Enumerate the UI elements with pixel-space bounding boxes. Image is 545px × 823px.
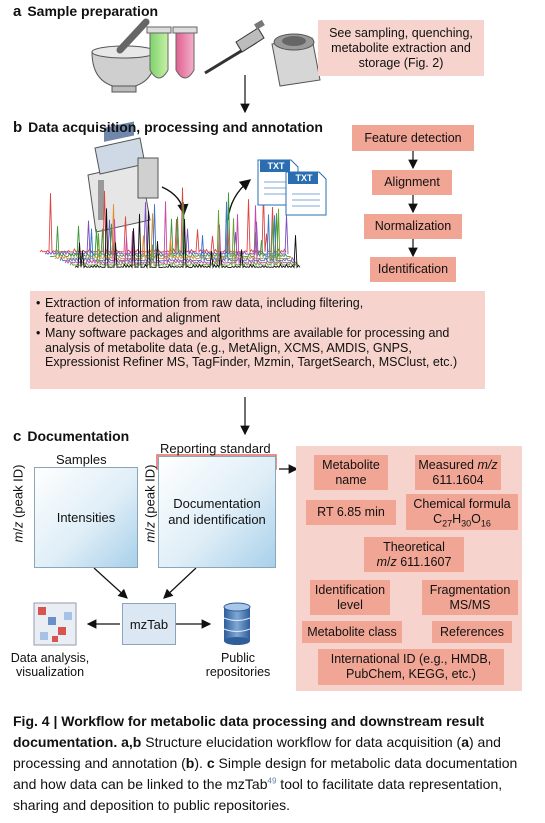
sample-prep-note-text: See sampling, quenching, metabolite extr… [329,25,473,70]
caption-a: a [461,734,469,750]
caption-c: c [206,755,215,771]
heatmap-icon [33,602,77,646]
caption-t2: ) and processing and annotation ( [13,734,501,771]
bullet-1: • Extraction of information from raw data… [36,296,476,325]
intensities-matrix: Intensities [34,467,138,568]
txt-label-2: TXT [295,173,313,183]
caption-t4: Simple design for metabolic data documen… [13,755,518,792]
mztab-box: mzTab [122,603,176,645]
section-a-letter: a [13,3,22,20]
chromatogram-trace [39,187,287,254]
public-repos-label: Public repositories [205,651,271,679]
database-icon [223,602,251,645]
bullet-1-text: Extraction of information from raw data,… [45,296,364,325]
mass-spectrometer-icon [87,121,159,233]
section-b-letter: b [13,119,23,136]
mortar-icon [91,18,157,93]
pipette-icon [204,19,265,75]
caption-t3: ). [194,755,207,771]
field-international-id: International ID (e.g., HMDB, PubChem, K… [318,649,504,685]
bullet-mark: • [36,296,41,310]
caption-t5: tool to facilitate data representation, … [13,776,503,813]
section-b-heading: b Data acquisition, processing and annota… [13,119,323,136]
section-b-title: Data acquisition, processing and annotat… [28,119,323,135]
bullet-mark: • [36,326,41,340]
axis-label-doc: m/z (peak ID) [142,464,158,543]
arrow-samples-to-mztab [93,567,128,599]
arrow-doc-to-mztab [163,567,197,599]
section-c-heading: c Documentation [13,428,129,445]
txt-label-1: TXT [267,161,285,171]
theo-value: 611.1607 [400,554,452,569]
intensities-text: Intensities [56,509,116,525]
caption-b: b [185,755,195,771]
bullet-2-text: Many software packages and algorithms ar… [45,326,458,370]
tube-pink-icon [172,26,198,79]
documentation-text: Documentation and identification [168,496,266,527]
centrifuge-icon [271,33,321,87]
measured-unit: m/z [477,457,498,472]
chem-formula: C27H30O16 [433,512,491,529]
section-c-title: Documentation [27,428,130,444]
section-c-letter: c [13,428,22,445]
caption-ab: a,b [121,734,142,750]
section-a-title: Sample preparation [27,3,159,19]
step-normalization: Normalization [364,214,462,239]
field-identification-level: Identification level [310,580,390,615]
chromatogram-trace [54,204,293,261]
field-metabolite-name: Metabolite name [314,455,388,490]
arrow-spectra-to-files [227,179,252,221]
data-analysis-label: Data analysis, visualization [10,651,90,679]
axis-label-samples: m/z (peak ID) [10,464,26,543]
tube-green-icon [146,26,172,79]
txt-file-icon-2 [285,171,327,216]
caption-t1: Structure elucidation workflow for data … [145,734,462,750]
field-references: References [432,621,512,643]
processing-notes-box: • Extraction of information from raw data… [30,291,485,389]
field-rt: RT 6.85 min [306,500,396,525]
measured-label: Measured [418,457,474,472]
field-fragmentation: Fragmentation MS/MS [422,580,518,615]
step-alignment: Alignment [372,170,452,195]
sample-prep-note: See sampling, quenching, metabolite extr… [318,20,484,76]
field-metabolite-class: Metabolite class [302,621,402,643]
chem-label: Chemical formula [413,497,511,511]
caption-title: Fig. 4 | Workflow for metabolic data pro… [13,713,485,750]
step-feature-detection: Feature detection [352,125,474,151]
bullet-2: • Many software packages and algorithms a… [36,326,480,370]
samples-label: Samples [56,452,107,467]
measured-value: 611.1604 [432,472,484,487]
caption-ref: 49 [267,776,277,786]
chromatogram-trace [74,208,301,270]
figure-caption: Fig. 4 | Workflow for metabolic data pro… [13,711,535,816]
theo-label: Theoretical [383,539,445,554]
documentation-matrix: Documentation and identification [158,456,276,568]
reporting-standard-label: Reporting standard [160,441,271,456]
section-a-heading: a Sample preparation [13,3,158,20]
chromatogram-traces [39,187,301,270]
step-identification: Identification [370,257,456,282]
